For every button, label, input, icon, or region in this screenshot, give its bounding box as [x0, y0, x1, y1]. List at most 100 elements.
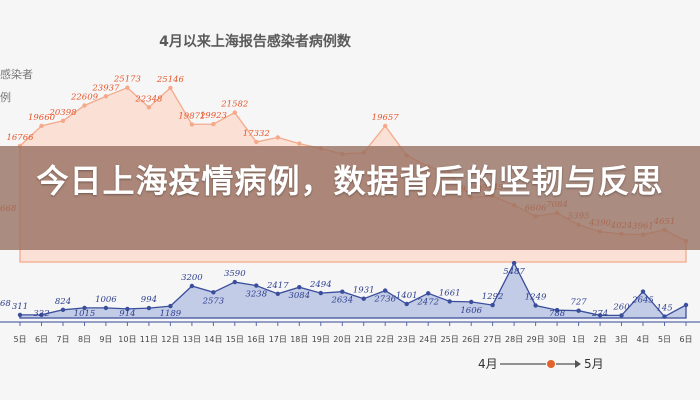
point-lower — [39, 312, 44, 317]
data-label-lower: 1661 — [439, 288, 461, 298]
data-label-lower: 3200 — [181, 273, 203, 283]
footer-from-month: 4月 — [478, 357, 498, 371]
point-upper — [297, 141, 302, 146]
x-tick-label: 14日 — [204, 335, 222, 344]
data-label-lower: 3084 — [288, 291, 310, 301]
point-lower — [683, 302, 689, 308]
data-label-lower: 788 — [549, 309, 566, 319]
point-upper — [168, 85, 173, 91]
x-tick-label: 5日 — [13, 335, 26, 344]
headline-title: 今日上海疫情病例，数据背后的坚韧与反思 — [36, 162, 664, 200]
data-label-upper: 23937 — [91, 83, 120, 93]
point-upper — [146, 105, 152, 110]
data-label-lower: 2645 — [631, 296, 654, 306]
data-label-upper: 19657 — [372, 113, 400, 123]
point-lower — [361, 296, 366, 301]
point-lower — [597, 313, 603, 318]
edge-label-lower: 68 — [0, 299, 11, 309]
footer-arrow-head — [575, 360, 581, 368]
data-label-lower: 2494 — [309, 280, 332, 290]
x-tick-label: 18日 — [290, 335, 308, 344]
x-tick-label: 6日 — [679, 335, 692, 344]
data-label-lower: 1606 — [460, 306, 482, 316]
point-upper — [189, 122, 195, 127]
data-label-lower: 1189 — [160, 309, 182, 319]
point-lower — [426, 291, 431, 296]
point-lower — [511, 260, 517, 266]
point-lower — [576, 308, 581, 313]
x-tick-label: 3日 — [615, 335, 628, 344]
data-label-lower: 1401 — [396, 291, 418, 301]
data-label-lower: 274 — [591, 309, 608, 319]
x-tick-label: 21日 — [355, 335, 373, 344]
x-tick-label: 19日 — [312, 335, 330, 344]
data-label-lower: 994 — [141, 295, 157, 305]
data-label-lower: 2634 — [330, 296, 353, 306]
point-lower — [189, 283, 195, 289]
point-lower — [554, 307, 560, 313]
data-label-lower: 1015 — [74, 309, 96, 319]
x-tick-label: 16日 — [247, 335, 265, 344]
data-label-lower: 914 — [119, 309, 135, 319]
x-tick-label: 25日 — [441, 335, 459, 344]
point-lower — [383, 288, 388, 293]
x-tick-label: 7日 — [56, 335, 69, 344]
data-label-lower: 727 — [570, 298, 587, 308]
data-label-lower: 260 — [612, 302, 630, 312]
point-lower — [297, 285, 302, 290]
data-label-lower: 5487 — [503, 267, 525, 277]
legend-label-cases: 例 — [0, 90, 11, 104]
x-tick-label: 29日 — [527, 335, 545, 344]
data-label-upper: 17332 — [243, 129, 270, 139]
point-lower — [318, 290, 323, 296]
point-upper — [232, 110, 237, 115]
data-label-upper: 19923 — [200, 111, 227, 121]
data-label-upper: 19660 — [28, 113, 56, 123]
point-lower — [619, 313, 624, 318]
point-lower — [232, 279, 237, 285]
point-upper — [60, 118, 66, 124]
data-label-lower: 2573 — [202, 296, 225, 306]
data-label-lower: 824 — [55, 297, 71, 307]
point-lower — [662, 314, 667, 319]
x-tick-label: 9日 — [99, 335, 112, 344]
data-label-upper: 20398 — [48, 108, 77, 118]
data-label-lower: 311 — [12, 302, 28, 312]
point-upper — [125, 85, 130, 90]
data-label-upper: 25146 — [156, 75, 185, 85]
data-label-lower: 322 — [33, 309, 49, 319]
point-lower — [146, 305, 152, 311]
x-tick-label: 26日 — [462, 335, 480, 344]
x-tick-label: 13日 — [183, 335, 201, 344]
data-label-lower: 1931 — [353, 286, 375, 296]
data-label-lower: 1006 — [95, 295, 117, 305]
point-lower — [168, 303, 173, 309]
point-lower — [275, 291, 280, 296]
point-upper — [39, 123, 44, 129]
data-label-lower: 2417 — [266, 281, 289, 291]
point-lower — [340, 289, 345, 294]
point-lower — [490, 302, 495, 308]
x-tick-label: 12日 — [161, 335, 179, 344]
point-lower — [125, 306, 130, 312]
point-lower — [404, 301, 409, 307]
point-lower — [17, 312, 23, 318]
data-label-upper: 22348 — [134, 94, 163, 104]
point-lower — [211, 290, 216, 295]
x-tick-label: 2日 — [594, 335, 607, 344]
point-upper — [254, 139, 259, 145]
footer-arrow-dot — [547, 360, 555, 368]
x-tick-label: 4日 — [636, 335, 649, 344]
x-tick-label: 6日 — [35, 335, 48, 344]
headline-banner — [0, 146, 700, 250]
data-label-lower: 3238 — [245, 290, 267, 300]
point-lower — [82, 305, 87, 311]
data-label-lower: 3590 — [224, 269, 246, 279]
x-tick-label: 11日 — [140, 335, 158, 344]
data-label-upper: 19872 — [178, 111, 205, 121]
data-label-lower: 2472 — [416, 297, 439, 307]
point-lower — [533, 303, 538, 308]
x-tick-label: 23日 — [398, 335, 416, 344]
legend-label-infected: 感染者 — [0, 67, 33, 81]
